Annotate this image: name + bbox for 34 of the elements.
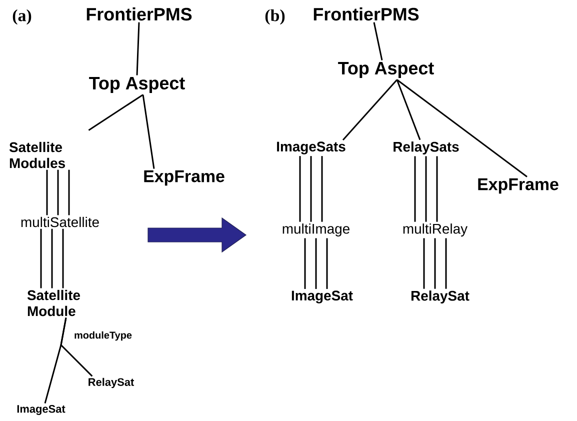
triple-line [46,170,70,216]
node-label: ImageSats [277,142,346,154]
connector-line [373,22,383,60]
node-label: multiRelay [403,224,468,236]
node-label: ExpFrame [144,170,224,186]
node-label: FrontierPMS [314,7,419,21]
node-label: RelaySat [88,378,134,388]
node-label: ImageSat [17,405,66,415]
connector-line [136,22,140,76]
panel-label: (a) [12,9,32,25]
connector-line [88,94,144,131]
triple-line [414,156,438,222]
triple-line [299,156,323,222]
connector-line [342,79,398,140]
connector-line [44,318,67,404]
panel-label: (b) [265,9,285,25]
node-label: Top Aspect [89,76,185,94]
node-label: RelaySats [394,142,459,154]
node-label: multiImage [282,224,350,236]
connector-line [142,94,155,169]
triple-line [40,228,64,288]
triple-line [423,238,447,289]
connector-line [396,79,421,140]
triple-line [304,238,328,289]
connector-line [396,79,528,178]
node-label: ExpFrame [478,178,558,194]
node-label: ImageSat [292,290,353,304]
node-label: multiSatellite [21,216,99,228]
node-label: Top Aspect [338,62,434,78]
node-label: FrontierPMS [86,7,192,21]
node-label: Satellite Modules [9,142,65,168]
branch-label: moduleType [74,331,132,341]
node-label: Satellite Module [27,290,80,316]
node-label: RelaySat [411,290,470,304]
